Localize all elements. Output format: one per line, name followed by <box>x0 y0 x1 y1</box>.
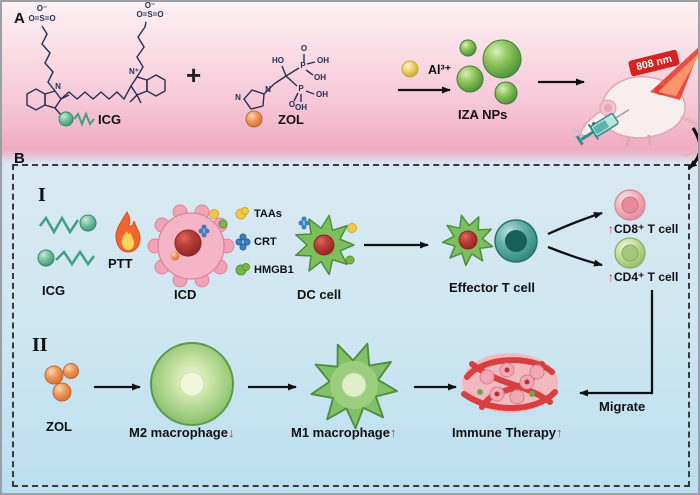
roman-numeral-one: I <box>38 184 46 206</box>
zol-p2-label: P <box>298 84 304 93</box>
cd4-t-cell-label: ↑CD4⁺ T cell <box>608 270 679 284</box>
dc-nucleus <box>313 234 335 256</box>
m1-macrophage-label: M1 macrophage↑ <box>291 425 397 440</box>
icg-label-row1: ICG <box>42 283 66 298</box>
dc-cell-label: DC cell <box>297 287 342 302</box>
migrate-label: Migrate <box>599 399 646 414</box>
icd-label: ICD <box>174 287 197 302</box>
icd-cell <box>147 204 235 288</box>
immune-therapy-label: Immune Therapy↑ <box>452 425 563 440</box>
cd4-t-cell <box>614 237 646 269</box>
icg-o-right-label: O⁻ <box>145 2 155 10</box>
taas-icon <box>235 207 249 220</box>
zol-molecules-row2 <box>44 363 79 402</box>
zol-oh2-label: OH <box>314 73 326 82</box>
immune-therapy-tissue <box>461 353 558 413</box>
ptt-label: PTT <box>108 256 133 271</box>
tissue-cells <box>479 362 545 405</box>
therapy-up-arrow: ↑ <box>556 425 563 440</box>
icd-nucleus <box>174 229 202 257</box>
icg-o-left-label: O⁻ <box>37 4 47 13</box>
syringe-needle <box>615 108 630 119</box>
icg-n-right-label: N⁺ <box>129 67 139 76</box>
roman-numeral-two: II <box>32 334 48 356</box>
zol-p1-label: P <box>300 61 306 70</box>
m1-up-arrow: ↑ <box>389 425 397 440</box>
hmgb1-label: HMGB1 <box>254 264 294 276</box>
dc-cell <box>295 214 357 276</box>
zol-structure: N N HO P O OH OH P O OH OH <box>235 44 329 112</box>
cd4-up-arrow: ↑ <box>608 270 614 284</box>
iza-nps-label: IZA NPs <box>458 107 508 122</box>
cd8-up-arrow: ↑ <box>608 222 614 236</box>
icg-label-panel-a: ICG <box>98 112 122 127</box>
zol-legend-dot <box>245 110 263 128</box>
effector-t-cell-label: Effector T cell <box>449 280 535 295</box>
icg-molecules-row1 <box>37 214 97 267</box>
m1-macrophage-cell <box>306 336 404 435</box>
panel-b-dashed-border <box>12 164 690 487</box>
zol-ho-label: HO <box>272 56 284 65</box>
panel-a-label: A <box>14 10 25 27</box>
zol-label-row2: ZOL <box>46 419 72 434</box>
icg-legend-motif <box>58 111 95 127</box>
aluminum-ion-ball <box>401 60 419 78</box>
arrow-migrate <box>579 290 654 397</box>
zol-oh4-label: OH <box>295 103 307 112</box>
effector-t-cell-group <box>437 208 538 272</box>
panel-b-label: B <box>14 150 25 167</box>
zol-label-panel-a: ZOL <box>278 112 304 127</box>
crt-icon <box>235 233 251 251</box>
arrow-to-cd4 <box>547 245 603 267</box>
zol-oh1-label: OH <box>317 56 329 65</box>
zol-o1-label: O <box>301 44 307 53</box>
icg-so3-right-label: O=S=O <box>136 10 163 19</box>
m2-macrophage-label: M2 macrophage↓ <box>129 425 235 440</box>
arrow-mouse-to-panel-b <box>687 127 698 170</box>
syringe <box>575 108 630 146</box>
plus-sign: + <box>186 60 202 90</box>
hmgb1-icon <box>235 263 250 276</box>
zol-n2-label: N <box>235 93 241 102</box>
arrow-to-cd8 <box>547 211 603 236</box>
laser-beam <box>650 47 698 100</box>
mouse-tail <box>680 116 698 157</box>
cd8-t-cell <box>614 189 646 221</box>
crt-label: CRT <box>254 236 277 248</box>
zol-n1-label: N <box>265 85 271 94</box>
cd8-t-cell-label: ↑CD8⁺ T cell <box>608 222 679 236</box>
zol-oh3-label: OH <box>316 90 328 99</box>
zol-o2-label: O <box>289 100 295 109</box>
icg-n-left-label: N <box>55 82 61 91</box>
icg-structure: O=S=O O⁻ O=S=O O⁻ N N⁺ <box>26 2 166 116</box>
released-molecule-icons <box>235 207 251 276</box>
iza-nanoparticles <box>456 39 522 105</box>
m2-macrophage-cell <box>150 342 234 426</box>
m2-down-arrow: ↓ <box>227 425 235 440</box>
aluminum-ion-label: Al³⁺ <box>428 63 452 77</box>
icg-so3-left-label: O=S=O <box>28 14 55 23</box>
t-cell-nucleus <box>505 230 527 252</box>
taas-label: TAAs <box>254 208 282 220</box>
flame-icon <box>115 210 141 253</box>
